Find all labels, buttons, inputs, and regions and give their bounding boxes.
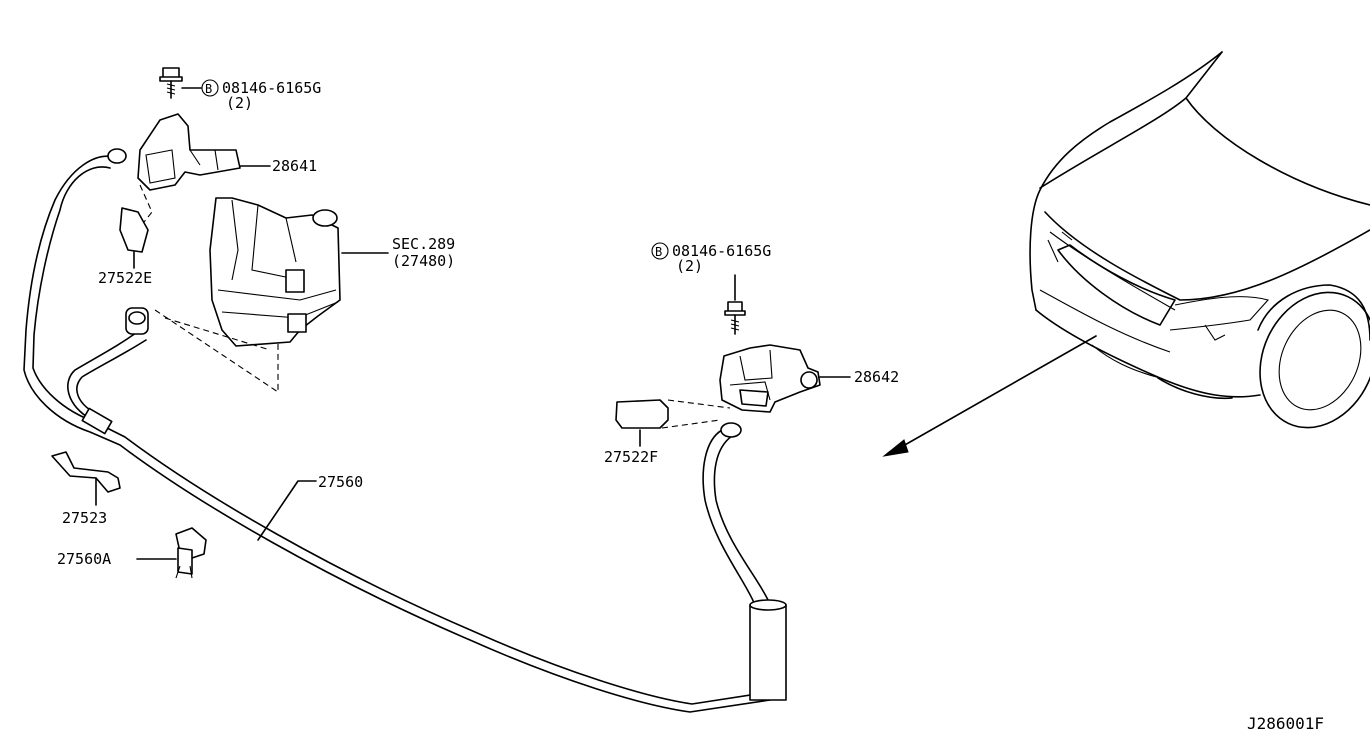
bolt-marker-right-text: B bbox=[655, 245, 662, 259]
bolt-marker-right bbox=[651, 242, 669, 260]
bracket-icon bbox=[51, 451, 121, 506]
bolt-icon bbox=[159, 67, 202, 99]
bolt-qty-right: (2) bbox=[676, 257, 703, 275]
bolt-marker-left bbox=[201, 79, 219, 97]
pump-icon bbox=[719, 344, 851, 413]
bolt-marker-left-text: B bbox=[205, 82, 212, 96]
tank-part: (27480) bbox=[392, 252, 455, 270]
pump-part-left: 28641 bbox=[272, 157, 317, 175]
pump-icon bbox=[107, 113, 271, 191]
direction-arrow-icon bbox=[882, 335, 1097, 457]
cap-part-left: 27522E bbox=[98, 269, 152, 287]
hose-icon bbox=[23, 155, 787, 713]
tank-ref: SEC.289 bbox=[392, 235, 455, 253]
bolt-part-left: 08146-6165G bbox=[222, 79, 321, 97]
bracket-part: 27523 bbox=[62, 509, 107, 527]
bolt-part-right: 08146-6165G bbox=[672, 242, 771, 260]
bolt-qty-left: (2) bbox=[226, 94, 253, 112]
cap-icon bbox=[119, 184, 153, 269]
hose-leader bbox=[257, 480, 317, 541]
cap-part-right: 27522F bbox=[604, 448, 658, 466]
tank-icon bbox=[154, 197, 389, 394]
bolt-icon bbox=[724, 274, 746, 335]
diagram-id: J286001F bbox=[1247, 714, 1324, 733]
cap-icon bbox=[615, 399, 731, 447]
clip-icon bbox=[136, 527, 207, 579]
pump-part-right: 28642 bbox=[854, 368, 899, 386]
vehicle-icon bbox=[1029, 51, 1370, 429]
clip-part: 27560A bbox=[57, 550, 111, 568]
hose-part: 27560 bbox=[318, 473, 363, 491]
